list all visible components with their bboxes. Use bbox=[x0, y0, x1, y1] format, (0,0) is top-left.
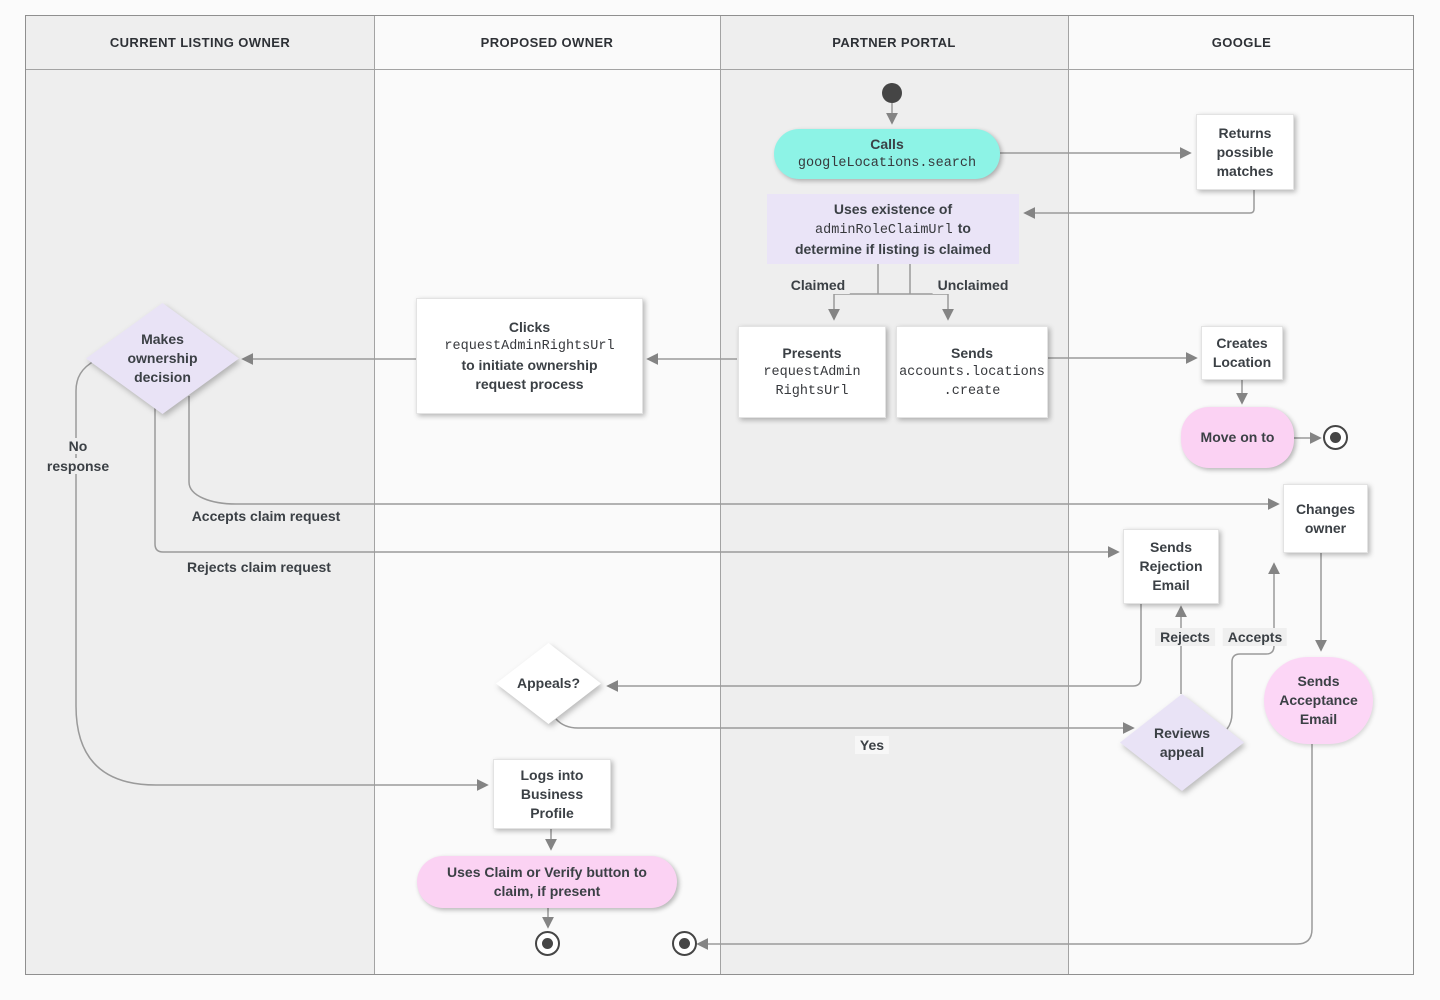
edge-appeals-yes-to-reviews bbox=[555, 718, 1135, 734]
edge-accepts-claim bbox=[188, 396, 1280, 510]
lane-header-google: GOOGLE bbox=[1211, 35, 1272, 50]
node-uses-claim-or-verify-button: Uses Claim or Verify button to claim, if… bbox=[417, 856, 677, 908]
node-returns-possible-matches: Returns possible matches bbox=[1196, 114, 1294, 190]
swimlane-diagram: CURRENT LISTING OWNER PROPOSED OWNER PAR… bbox=[25, 15, 1414, 975]
end-node-acceptance bbox=[672, 931, 697, 956]
edge-label-unclaimed: Unclaimed bbox=[932, 276, 1014, 294]
node-move-on-to: Move on to bbox=[1181, 407, 1294, 468]
header-divider bbox=[26, 69, 1413, 70]
lane-divider bbox=[720, 16, 721, 974]
node-makes-ownership-decision: Makes ownership decision bbox=[86, 303, 239, 414]
end-node-proposed-owner bbox=[535, 931, 560, 956]
edge-acceptance-to-end bbox=[696, 744, 1313, 950]
lane-current-listing-owner bbox=[26, 16, 374, 974]
edge-label-accepts: Accepts bbox=[1222, 628, 1288, 646]
node-presents-requestadminrightsurl: Presents requestAdmin RightsUrl bbox=[738, 326, 886, 418]
edge-layer bbox=[75, 103, 1327, 950]
edge-returns-to-uses bbox=[1023, 188, 1255, 219]
lane-header-current-listing-owner: CURRENT LISTING OWNER bbox=[109, 35, 291, 50]
edge-rejects-claim bbox=[154, 398, 1120, 558]
edge-label-no-response-line2: response bbox=[46, 458, 110, 474]
node-creates-location: Creates Location bbox=[1201, 326, 1283, 380]
lane-divider bbox=[374, 16, 375, 974]
node-reviews-appeal: Reviews appeal bbox=[1120, 694, 1244, 791]
node-appeals-decision: Appeals? bbox=[496, 643, 601, 724]
node-logs-into-business-profile: Logs into Business Profile bbox=[493, 759, 611, 829]
edge-label-yes: Yes bbox=[854, 736, 890, 754]
edge-no-response bbox=[75, 359, 489, 791]
end-node-google bbox=[1323, 425, 1348, 450]
node-sends-rejection-email: Sends Rejection Email bbox=[1123, 529, 1219, 604]
lane-divider bbox=[1068, 16, 1069, 974]
edge-rejection-to-appeals bbox=[606, 602, 1142, 692]
node-changes-owner: Changes owner bbox=[1283, 484, 1368, 553]
edge-label-accepts-claim-request: Accepts claim request bbox=[186, 507, 346, 525]
edge-label-no-response-line1: No bbox=[68, 438, 88, 454]
node-sends-acceptance-email: Sends Acceptance Email bbox=[1264, 657, 1373, 744]
edge-reviews-accepts bbox=[1226, 562, 1280, 730]
lane-header-partner-portal: PARTNER PORTAL bbox=[832, 35, 956, 50]
edges bbox=[75, 103, 1327, 950]
edge-label-claimed: Claimed bbox=[785, 276, 851, 294]
edge-label-rejects-claim-request: Rejects claim request bbox=[182, 558, 336, 576]
node-clicks-requestadminrightsurl: Clicks requestAdminRightsUrl to initiate… bbox=[416, 298, 643, 414]
start-node bbox=[882, 83, 902, 103]
lane-header-proposed-owner: PROPOSED OWNER bbox=[480, 35, 614, 50]
edge-label-rejects: Rejects bbox=[1155, 628, 1215, 646]
node-sends-accounts-locations-create: Sends accounts.locations .create bbox=[896, 326, 1048, 418]
node-calls-googlelocations-search: Calls googleLocations.search bbox=[774, 129, 1000, 179]
